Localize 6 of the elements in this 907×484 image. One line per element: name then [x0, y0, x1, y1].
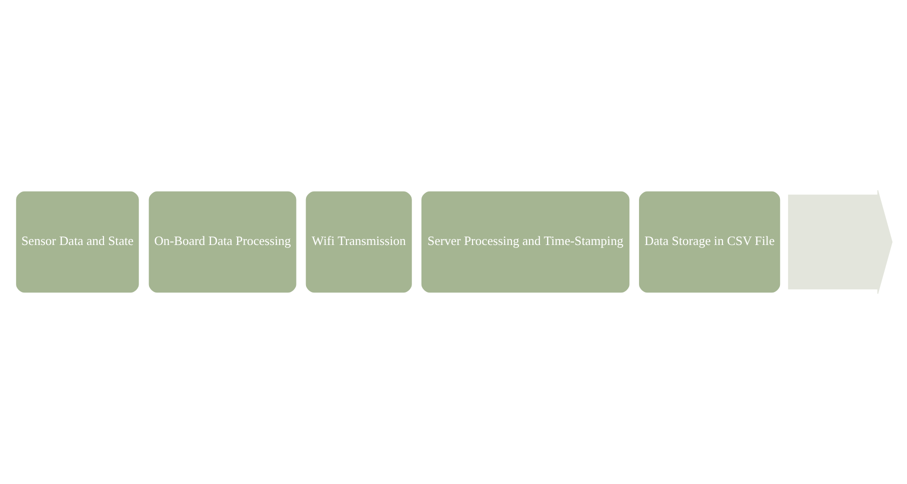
node-box: Wifi Transmission	[303, 189, 414, 295]
node-box: Server Processing and Time-Stamping	[419, 189, 632, 295]
node-box: On-Board Data Processing	[146, 189, 299, 295]
node-box: Data Storage in CSV File	[636, 189, 782, 295]
node-arrow	[788, 190, 893, 294]
node-box: Sensor Data and State	[14, 189, 142, 295]
